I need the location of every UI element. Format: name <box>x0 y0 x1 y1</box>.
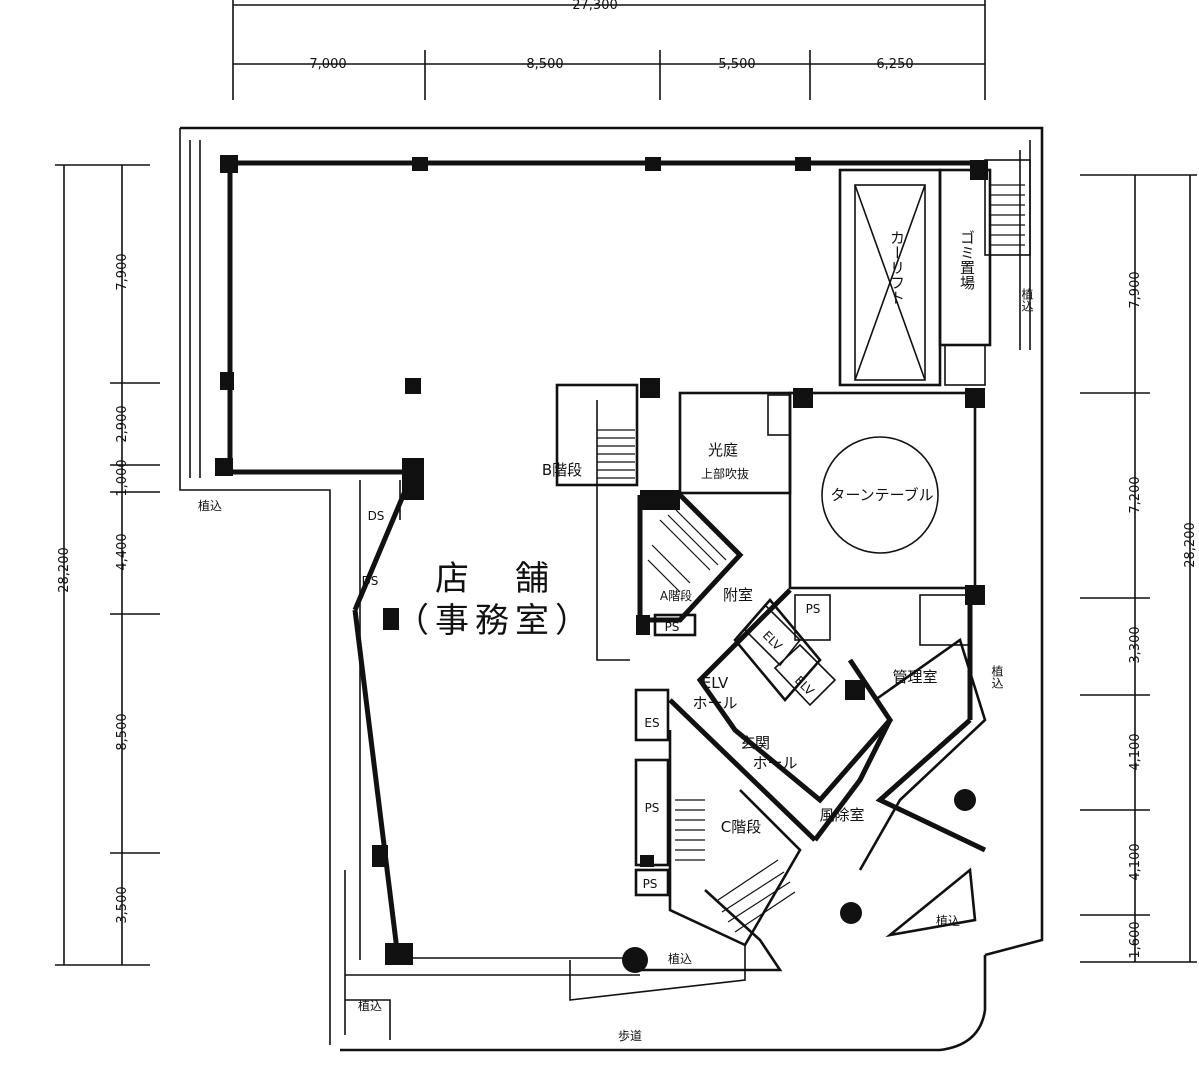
ps-mid-label: PS <box>806 602 821 616</box>
dim-left-total: 28,200 <box>57 547 72 593</box>
turntable-label: ターンテーブル <box>830 486 933 504</box>
top-dimension-lines <box>232 0 986 100</box>
ds-lower-label: DS <box>362 574 379 588</box>
dim-top-seg-2: 8,500 <box>526 57 563 72</box>
dim-left-seg-6: 3,500 <box>115 886 130 923</box>
dim-left-seg-2: 2,900 <box>115 405 130 442</box>
dim-left-seg-4: 4,400 <box>115 533 130 570</box>
dim-right-seg-1: 7,900 <box>1128 271 1143 308</box>
garbage-label: ゴミ置場 <box>958 230 976 290</box>
shop-label-line2: （事務室） <box>395 601 595 641</box>
stairs-b <box>555 383 639 661</box>
planting-sw-label: 植込 <box>358 998 382 1013</box>
stairs-b-label: B階段 <box>542 461 582 479</box>
ps-a-label: PS <box>665 620 680 634</box>
dim-top-seg-4: 6,250 <box>876 57 913 72</box>
core-block <box>634 492 987 897</box>
dim-right-total: 28,200 <box>1183 522 1198 568</box>
shop-walls <box>227 160 985 960</box>
planting-w-label: 植込 <box>198 498 222 513</box>
stairs-a-label: A階段 <box>660 588 692 603</box>
elv-1-label: ELV <box>760 628 785 653</box>
ps-c2-label: PS <box>643 877 658 891</box>
dim-right-seg-4: 4,100 <box>1128 733 1143 770</box>
entrance-label-line1: 玄関 <box>740 734 770 752</box>
ps-c1-label: PS <box>645 801 660 815</box>
car-lift-label: カーリフト <box>888 230 906 305</box>
windbreak-label: 風除室 <box>819 806 864 824</box>
dim-top-total: 27,300 <box>572 0 618 13</box>
dim-right-seg-3: 3,300 <box>1128 626 1143 663</box>
dim-right-seg-5: 4,100 <box>1128 843 1143 880</box>
right-dimension-lines <box>1080 174 1197 963</box>
dim-left-seg-3: 1,000 <box>115 459 130 496</box>
elv-hall-label-line1: ELV <box>702 674 729 692</box>
planting-se-label: 植込 <box>936 913 960 928</box>
entrance-label-line2: ホール <box>752 754 797 772</box>
elv-2-label: ELV <box>792 673 817 698</box>
planting-ne-label: 植込 <box>1020 287 1034 312</box>
car-lift-block <box>678 159 1031 590</box>
light-court-sub-label: 上部吹抜 <box>701 466 749 481</box>
planting-s-label: 植込 <box>668 951 692 966</box>
planting-e-label: 植込 <box>990 664 1004 689</box>
dim-left-seg-1: 7,900 <box>115 253 130 290</box>
dim-right-seg-2: 7,200 <box>1128 476 1143 513</box>
stairs-c <box>640 730 802 972</box>
shop-label-line1: 店 舗 <box>435 559 555 599</box>
stairs-c-label: C階段 <box>721 818 761 836</box>
left-dimension-lines <box>55 164 160 966</box>
dim-top-seg-1: 7,000 <box>309 57 346 72</box>
dim-left-seg-5: 8,500 <box>115 713 130 750</box>
es-label: ES <box>644 716 659 730</box>
structural-columns <box>215 155 988 973</box>
south-area <box>345 867 977 1040</box>
light-court-label: 光庭 <box>708 441 738 459</box>
management-label: 管理室 <box>892 668 937 686</box>
site-boundary <box>179 126 1044 1052</box>
elv-hall-label-line2: ホール <box>692 694 737 712</box>
annex-label: 附室 <box>723 586 753 604</box>
dim-top-seg-3: 5,500 <box>718 57 755 72</box>
sidewalk-label: 歩道 <box>618 1028 642 1043</box>
ds-upper-label: DS <box>368 509 385 523</box>
dim-right-seg-6: 1,600 <box>1128 921 1143 958</box>
